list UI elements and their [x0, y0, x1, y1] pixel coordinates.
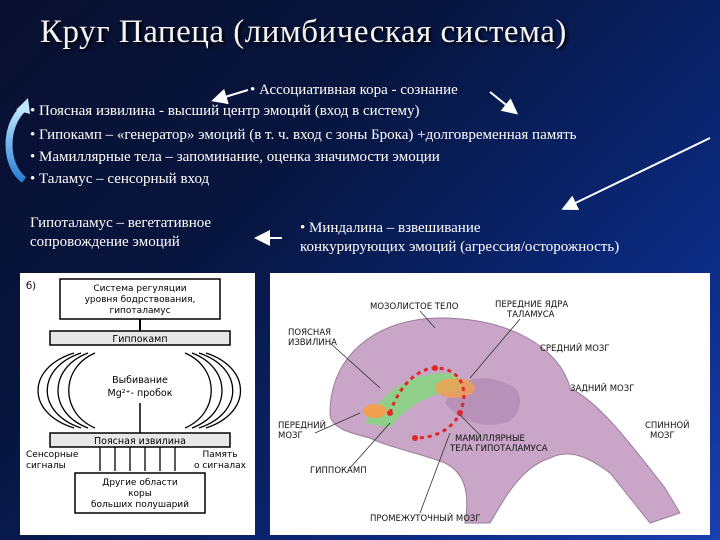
svg-text:Другие области: Другие области [102, 478, 178, 488]
amygdala-text: • Миндалина – взвешивание конкурирующих … [300, 219, 619, 257]
orange-structure [363, 404, 387, 418]
label-diencephalon: ПРОМЕЖУТОЧНЫЙ МОЗГ [370, 512, 481, 524]
red-circuit-dots [387, 365, 463, 441]
bullet-hippocampus: • Гипокамп – «генератор» эмоций (в т. ч.… [30, 127, 577, 143]
flow-label: б) [26, 281, 36, 292]
label-hindbrain: ЗАДНИЙ МОЗГ [570, 382, 634, 394]
label-midbrain: СРЕДНИЙ МОЗГ [540, 342, 610, 354]
cingulate-box: Поясная извилина [49, 432, 231, 448]
label-corpus-callosum: МОЗОЛИСТОЕ ТЕЛО [370, 302, 459, 312]
svg-text:Гиппокамп: Гиппокамп [112, 334, 167, 345]
label-forebrain-2: МОЗГ [278, 431, 303, 441]
hypothalamus-line-2: сопровождение эмоций [30, 234, 180, 250]
hippocampus-box: Гиппокамп [49, 330, 231, 346]
arrows-overlay [5, 88, 711, 246]
brain-diagram-panel: МОЗОЛИСТОЕ ТЕЛО ПЕРЕДНИЕ ЯДРА ТАЛАМУСА П… [270, 273, 710, 535]
label-thalamus-nuclei-1: ПЕРЕДНИЕ ЯДРА [495, 300, 568, 310]
regulation-box: Система регуляции уровня бодрствования, … [59, 278, 221, 320]
bullet-mammillary: • Мамиллярные тела – запоминание, оценка… [30, 149, 440, 165]
label-spinal-1: СПИННОЙ [645, 419, 690, 431]
knockout-line-2: Mg²⁺- пробок [108, 388, 173, 399]
label-cingulate-1: ПОЯСНАЯ [288, 328, 331, 338]
label-forebrain-1: ПЕРЕДНИЙ [278, 419, 326, 431]
svg-text:Система регуляции: Система регуляции [93, 284, 186, 294]
svg-text:больших полушарий: больших полушарий [91, 500, 189, 510]
hypothalamus-line-1: Гипоталамус – вегетативное [30, 215, 212, 231]
knockout-line-1: Выбивание [112, 375, 168, 386]
memory-line-2: о сигналах [194, 461, 247, 471]
label-thalamus-nuclei-2: ТАЛАМУСА [506, 310, 555, 320]
label-cingulate-2: ИЗВИЛИНА [288, 338, 337, 348]
sensory-line-2: сигналы [26, 461, 66, 471]
cortex-box: Другие области коры больших полушарий [74, 472, 206, 514]
thalamus-structure [435, 378, 475, 398]
arrow-to-amygdala-icon [561, 137, 711, 210]
label-mammillary-1: МАМИЛЛЯРНЫЕ [455, 434, 525, 444]
hypothalamus-text: Гипоталамус – вегетативное сопровождение… [30, 214, 211, 252]
amygdala-line-2: конкурирующих эмоций (агрессия/осторожно… [300, 239, 620, 255]
svg-text:гипоталамус: гипоталамус [109, 306, 170, 316]
svg-text:Поясная извилина: Поясная извилина [94, 436, 186, 447]
svg-text:уровня бодрствования,: уровня бодрствования, [85, 295, 196, 305]
bullet-thalamus: • Таламус – сенсорный вход [30, 171, 210, 187]
label-mammillary-2: ТЕЛА ГИПОТАЛАМУСА [449, 444, 548, 454]
slide-title: Круг Папеца (лимбическая система) [40, 14, 567, 50]
label-spinal-2: МОЗГ [650, 431, 675, 441]
memory-line-1: Память [202, 450, 237, 460]
bullet-association-cortex: • Ассоциативная кора - сознание [250, 82, 458, 98]
amygdala-line-1: • Миндалина – взвешивание [300, 220, 481, 236]
cycle-loop-arrow-icon [5, 98, 30, 183]
arrow-from-cortex-icon [489, 91, 519, 115]
arrow-to-cingulate-icon [211, 88, 249, 105]
flow-diagram-panel: б) Система регуляции уровня бодрствовани… [20, 273, 255, 535]
sensory-line-1: Сенсорные [26, 450, 79, 460]
svg-text:коры: коры [128, 489, 152, 499]
feedback-arcs [37, 352, 242, 429]
bullet-cingulate: • Поясная извилина - высший центр эмоций… [30, 103, 420, 119]
label-hippocampus: ГИППОКАМП [310, 466, 367, 476]
vertical-signal-arrows [99, 447, 176, 471]
